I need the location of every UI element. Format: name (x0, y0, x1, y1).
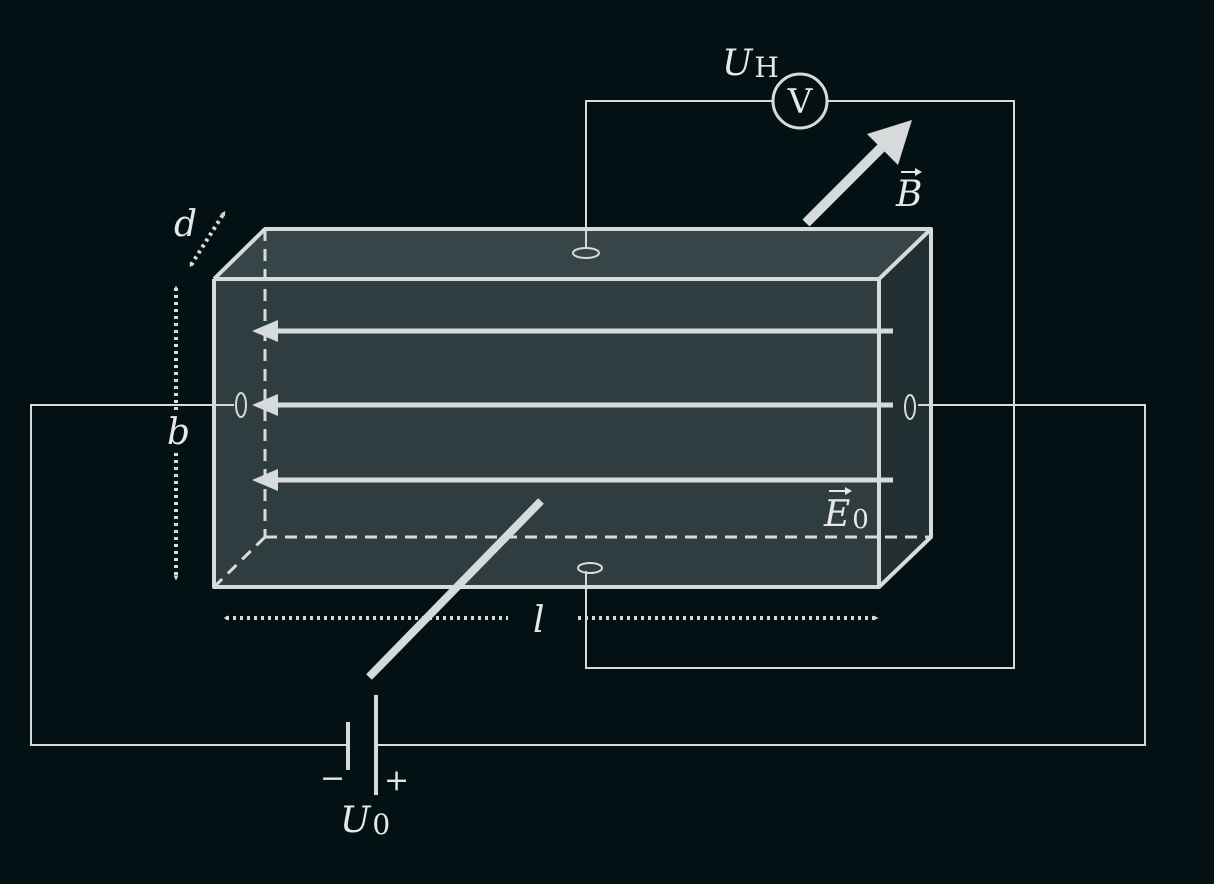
magnetic-field-label: B (895, 174, 922, 215)
field-arrowhead-top (252, 320, 278, 342)
bottom-contact (577, 562, 603, 574)
hall-wire-top (585, 100, 772, 249)
supply-voltage-label: U0 (340, 800, 390, 841)
supply-circuit (30, 392, 1146, 746)
electric-field-label: E0 (823, 494, 869, 535)
hall-voltage-circuit (572, 100, 1015, 669)
thickness-label: d (174, 204, 197, 245)
semiconductor-slab (212, 227, 933, 589)
hall-wire-right (585, 100, 1015, 669)
electric-field-vector-arrow-icon (829, 487, 852, 495)
voltmeter-icon: V (771, 72, 829, 130)
slab-top-outline (212, 227, 933, 281)
slab-front-face (214, 279, 879, 587)
field-arrowheads (252, 320, 278, 491)
field-arrowhead-bottom (252, 469, 278, 491)
thickness-dimension-arrow (189, 210, 226, 268)
battery-minus-sign: − (320, 761, 345, 796)
battery-plus-sign: + (384, 763, 409, 798)
slab-right-outline (877, 229, 933, 589)
left-contact (235, 392, 247, 418)
magnetic-field-arrow (366, 120, 912, 680)
electric-field-lines (272, 328, 893, 483)
field-arrowhead-middle (252, 394, 278, 416)
length-label: l (533, 600, 545, 641)
supply-wire-left (30, 404, 348, 746)
height-label: b (167, 412, 190, 453)
voltmeter-label: V (787, 82, 814, 122)
top-contact (572, 247, 600, 259)
battery-icon (346, 695, 378, 795)
supply-wire-right (376, 404, 1146, 746)
hall-voltage-label: UH (722, 43, 779, 84)
right-contact (904, 394, 916, 420)
slab-hidden-edge-depth (212, 535, 267, 589)
magnetic-field-vector-arrow-icon (901, 168, 922, 176)
